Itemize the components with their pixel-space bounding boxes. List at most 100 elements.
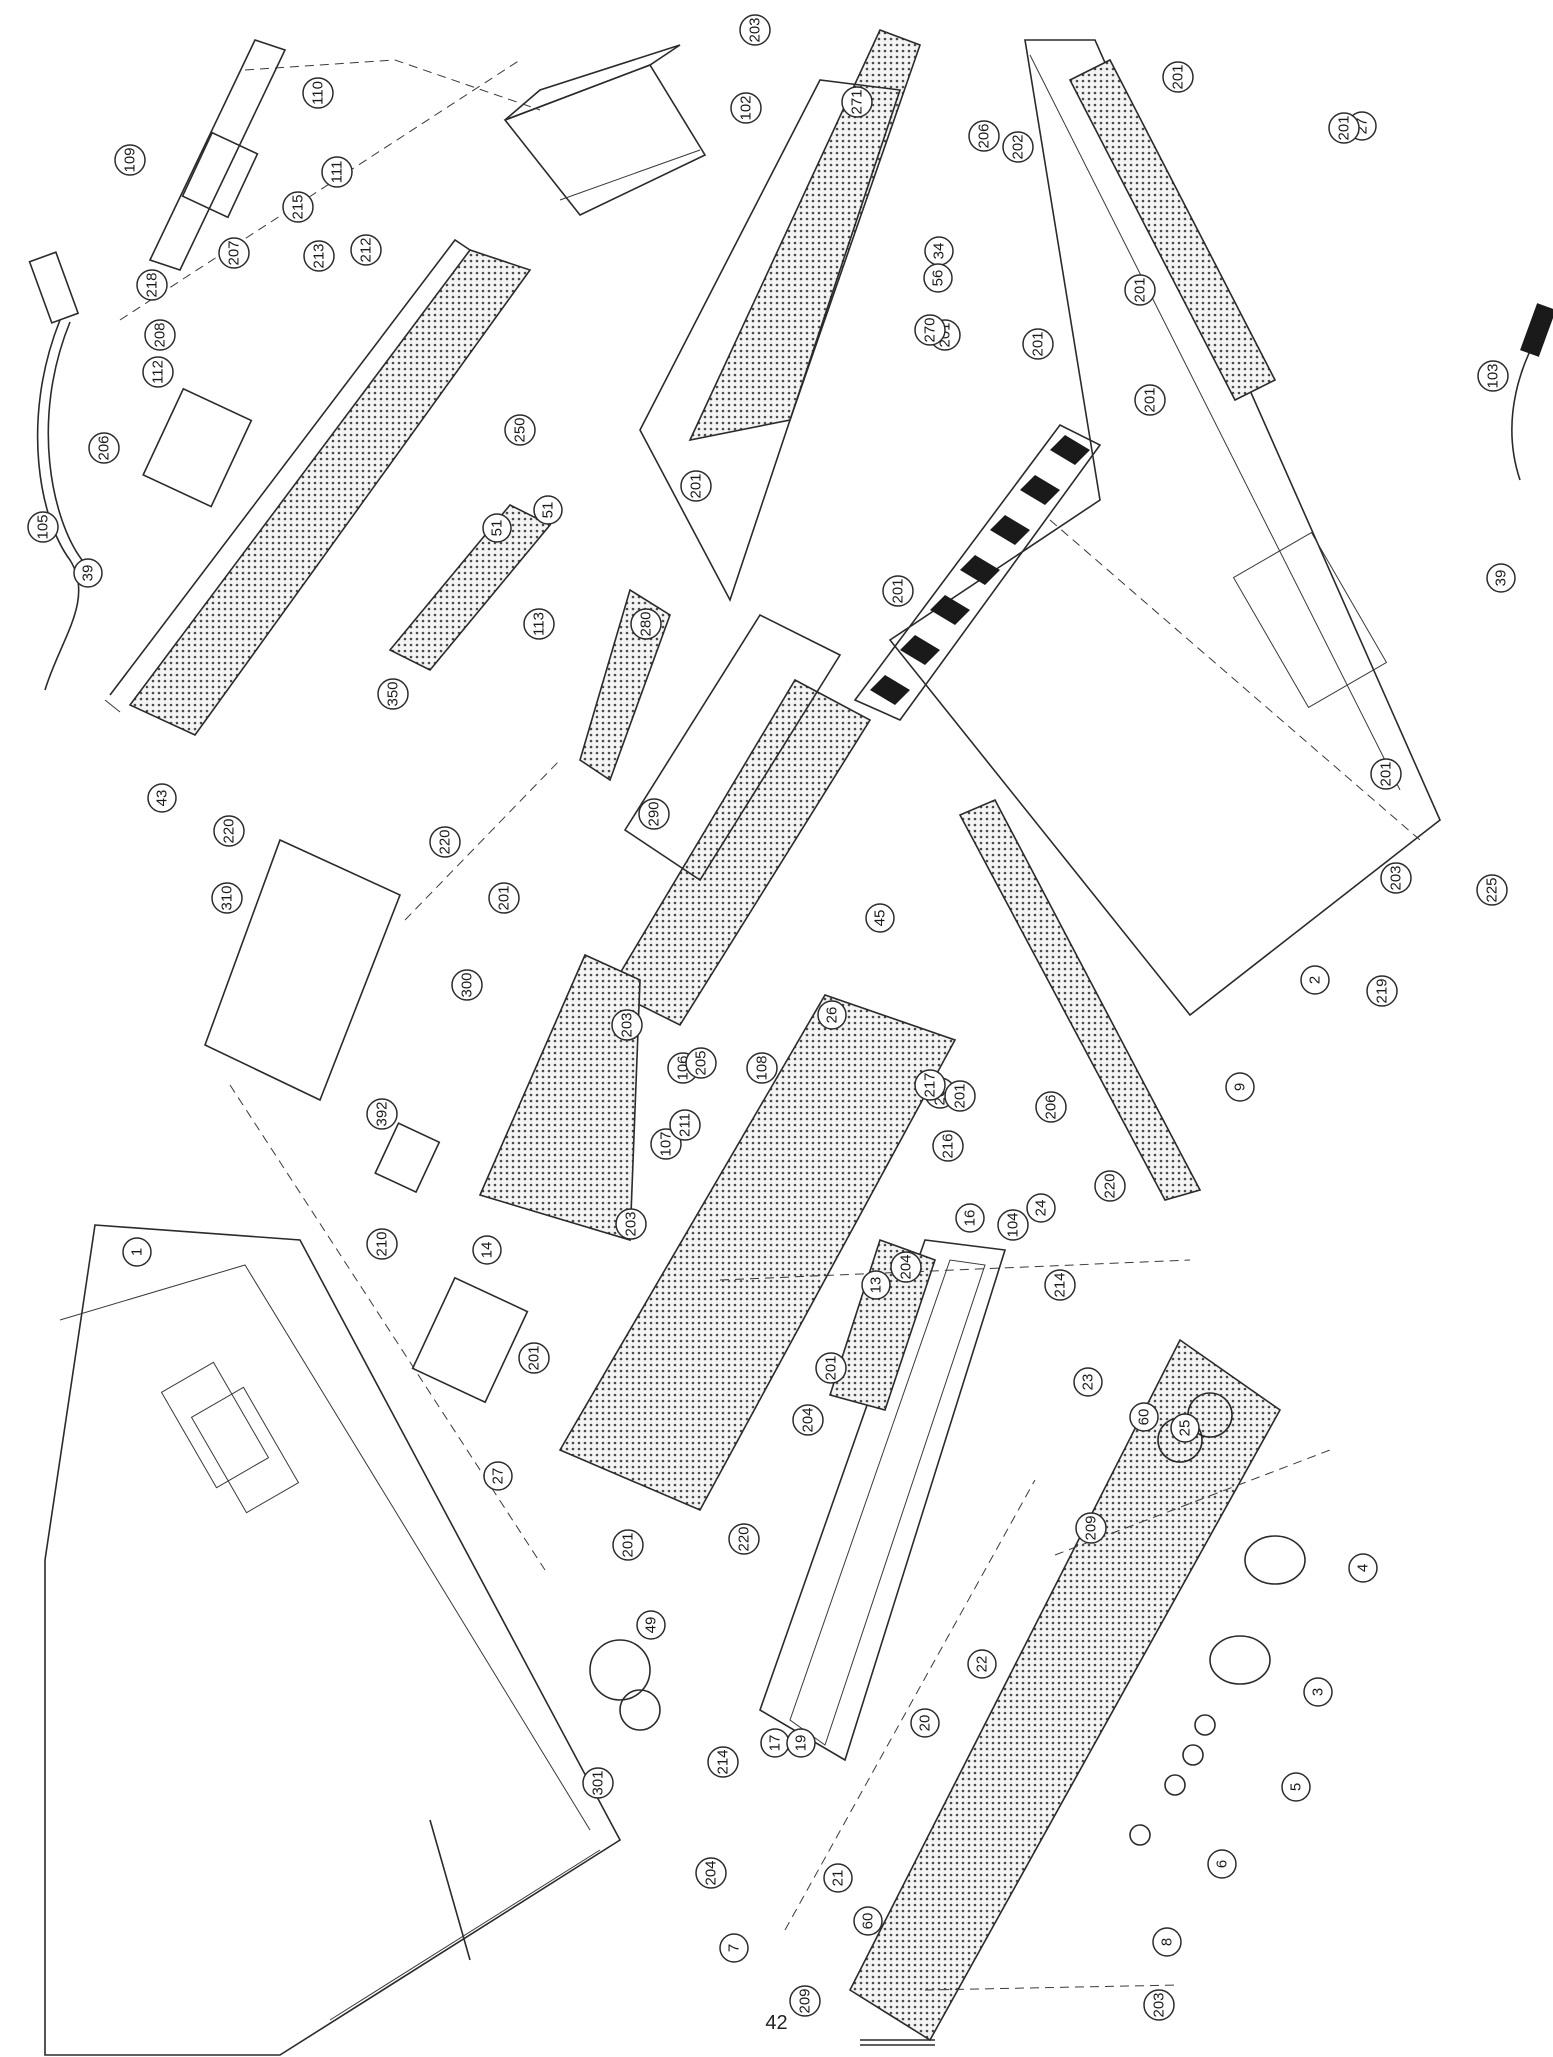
part-callout: 201 (518, 1342, 550, 1374)
callout-circle (88, 432, 120, 464)
callout-circle (968, 120, 1000, 152)
callout-label: 220 (1102, 1173, 1119, 1198)
part-callout: 16 (955, 1203, 985, 1233)
knob-3 (1209, 1635, 1271, 1685)
callout-circle (144, 319, 176, 351)
part-callout: 201 (1328, 112, 1360, 144)
part-callout: 9 (1225, 1072, 1255, 1102)
callout-circle (73, 558, 103, 588)
callout-label: 39 (80, 565, 97, 582)
part-callout: 24 (1026, 1193, 1056, 1223)
callout-label: 4 (1355, 1564, 1372, 1572)
callout-label: 270 (922, 317, 939, 342)
callout-label: 56 (930, 270, 947, 287)
part-callout: 214 (707, 1746, 739, 1778)
callout-label: 49 (643, 1617, 660, 1634)
part-callout: 216 (932, 1130, 964, 1162)
part-callout: 206 (1035, 1091, 1067, 1123)
callout-circle (1035, 1091, 1067, 1123)
callout-label: 212 (358, 237, 375, 262)
main-chassis (888, 39, 1441, 1017)
part-callout: 204 (695, 1857, 727, 1889)
callout-label: 8 (1159, 1938, 1176, 1946)
front-sub-chassis (558, 994, 957, 1512)
callout-circle (523, 608, 555, 640)
callout-circle (27, 511, 59, 543)
callout-label: 203 (623, 1211, 640, 1236)
callout-label: 310 (219, 885, 236, 910)
part-callout: 225 (1476, 874, 1508, 906)
callout-label: 60 (860, 1913, 877, 1930)
callout-circle (1170, 1413, 1200, 1443)
callout-label: 206 (1043, 1094, 1060, 1119)
part-callout: 203 (739, 14, 771, 46)
part-callout: 300 (451, 969, 483, 1001)
part-callout: 205 (685, 1047, 717, 1079)
callout-circle (932, 1130, 964, 1162)
callout-circle (638, 798, 670, 830)
callout-label: 301 (590, 1770, 607, 1795)
callout-circle (1207, 1849, 1237, 1879)
callout-circle (1002, 131, 1034, 163)
part-callout: 113 (523, 608, 555, 640)
callout-label: 204 (703, 1860, 720, 1885)
callout-circle (211, 882, 243, 914)
part-callout: 204 (792, 1404, 824, 1436)
part-callout: 201 (612, 1529, 644, 1561)
callout-circle (366, 1228, 398, 1260)
part-callout: 102 (730, 92, 762, 124)
callout-circle (612, 1529, 644, 1561)
rear-rail (1068, 58, 1277, 402)
callout-circle (1162, 61, 1194, 93)
callout-label: 214 (715, 1749, 732, 1774)
callout-label: 201 (1378, 761, 1395, 786)
callout-circle (997, 1209, 1029, 1241)
part-callout: 201 (882, 575, 914, 607)
part-callout: 201 (1124, 274, 1156, 306)
callout-label: 21 (830, 1870, 847, 1887)
cover-vent-slots (160, 1361, 300, 1514)
callout-circle (518, 1342, 550, 1374)
part-callout: 210 (366, 1228, 398, 1260)
callout-label: 26 (824, 1007, 841, 1024)
callout-label: 110 (310, 81, 327, 105)
callout-circle (914, 314, 946, 346)
callout-label: 203 (1388, 865, 1405, 890)
part-callout: 220 (728, 1523, 760, 1555)
power-board-300 (478, 953, 641, 1242)
callout-circle (695, 1857, 727, 1889)
callout-circle (730, 92, 762, 124)
knob-6 (1129, 1824, 1151, 1846)
callout-circle (685, 1047, 717, 1079)
callout-label: 201 (1170, 64, 1187, 89)
part-callout: 39 (73, 558, 103, 588)
callout-label: 22 (974, 1656, 991, 1673)
callout-circle (1328, 112, 1360, 144)
callout-circle (789, 1985, 821, 2017)
callout-label: 210 (374, 1231, 391, 1256)
part-callout: 2 (1300, 965, 1330, 995)
callout-label: 13 (868, 1277, 885, 1294)
part-callout: 220 (213, 815, 245, 847)
connector-392 (374, 1122, 441, 1194)
potentiometer-301 (619, 1689, 661, 1731)
fuse-holder (148, 39, 287, 271)
part-callout: 271 (841, 86, 873, 118)
callout-label: 111 (329, 161, 346, 184)
callout-label: 271 (849, 89, 866, 114)
part-callout: 250 (504, 414, 536, 446)
part-callout: 201 (1370, 758, 1402, 790)
part-callout: 220 (429, 826, 461, 858)
callout-label: 39 (1493, 570, 1510, 587)
callout-label: 392 (374, 1101, 391, 1126)
part-callout: 209 (789, 1985, 821, 2017)
callout-circle (910, 1708, 940, 1738)
callout-circle (142, 356, 174, 388)
callout-label: 201 (688, 473, 705, 498)
callout-circle (1152, 1927, 1182, 1957)
callout-label: 206 (976, 123, 993, 148)
callout-circle (650, 1128, 682, 1160)
callout-label: 205 (693, 1050, 710, 1075)
part-callout: 51 (482, 513, 512, 543)
callout-circle (1073, 1367, 1103, 1397)
